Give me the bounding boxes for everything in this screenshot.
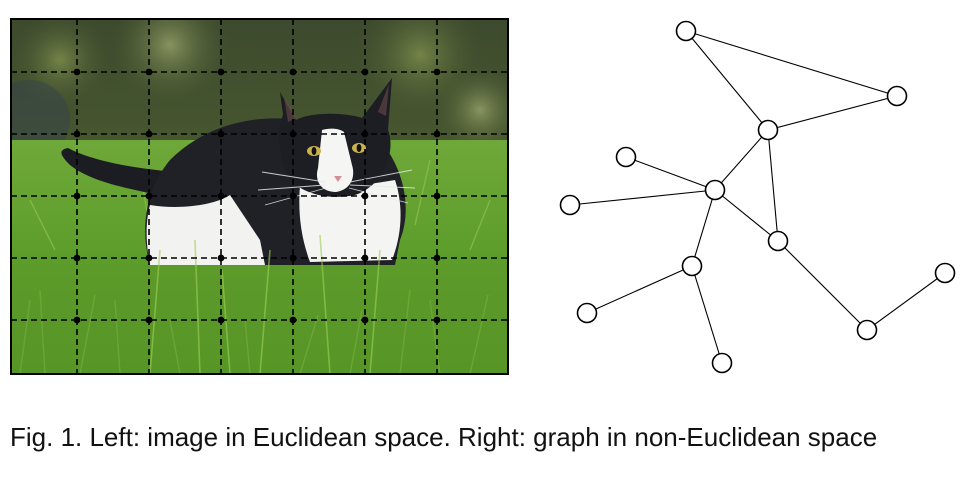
grid-node xyxy=(73,254,81,262)
grid-node xyxy=(73,316,81,324)
figure-caption: Fig. 1. Left: image in Euclidean space. … xyxy=(10,422,878,452)
graph-node xyxy=(675,20,697,42)
graph-node xyxy=(559,194,581,216)
grid-node xyxy=(361,130,369,138)
graph-edge xyxy=(714,189,779,242)
grid-node xyxy=(217,130,225,138)
grid-node xyxy=(289,316,297,324)
grid-node xyxy=(217,68,225,76)
grid-node xyxy=(145,68,153,76)
grid-node xyxy=(361,254,369,262)
grid-node xyxy=(217,254,225,262)
graph-edge xyxy=(777,240,868,331)
grid-node xyxy=(145,254,153,262)
grid-node xyxy=(289,130,297,138)
graph-node xyxy=(886,85,908,107)
graph-edge xyxy=(866,272,946,331)
grid-node xyxy=(217,316,225,324)
graph-node xyxy=(934,262,956,284)
graph-edge xyxy=(767,95,898,131)
grid-node xyxy=(433,316,441,324)
graph-node xyxy=(704,179,726,201)
graph-edges xyxy=(569,30,946,364)
graph-edge xyxy=(691,265,723,364)
graph-edge xyxy=(714,129,769,191)
graph-node xyxy=(711,352,733,374)
graph-nodes xyxy=(559,20,956,374)
grid-node xyxy=(433,192,441,200)
grid-node xyxy=(73,130,81,138)
grid-node xyxy=(433,68,441,76)
graph-edge xyxy=(569,189,716,206)
graph-edge xyxy=(586,265,693,314)
grid-overlay xyxy=(11,19,508,374)
grid-node xyxy=(73,68,81,76)
grid-node xyxy=(145,192,153,200)
grid-node xyxy=(433,254,441,262)
graph-node xyxy=(681,255,703,277)
grid-node xyxy=(361,316,369,324)
graph-edge xyxy=(685,30,898,97)
image-frame xyxy=(10,18,509,375)
graph-node xyxy=(757,119,779,141)
graph-node xyxy=(576,302,598,324)
graph-edge xyxy=(691,189,716,267)
figure-svg xyxy=(10,18,956,375)
graph-node xyxy=(856,319,878,341)
graph-edge xyxy=(625,156,716,191)
graph-edge xyxy=(685,30,769,131)
grid-node xyxy=(289,254,297,262)
graph-edge xyxy=(767,129,779,242)
grid-node xyxy=(217,192,225,200)
grid-node xyxy=(433,130,441,138)
grid-node xyxy=(145,130,153,138)
grid-node xyxy=(73,192,81,200)
grid-node xyxy=(145,316,153,324)
grid-node xyxy=(289,68,297,76)
figure xyxy=(10,18,956,375)
grid-node xyxy=(361,68,369,76)
graph-node xyxy=(615,146,637,168)
grid-node xyxy=(289,192,297,200)
cat-photo xyxy=(11,19,508,374)
grid-node xyxy=(361,192,369,200)
graph-node xyxy=(767,230,789,252)
